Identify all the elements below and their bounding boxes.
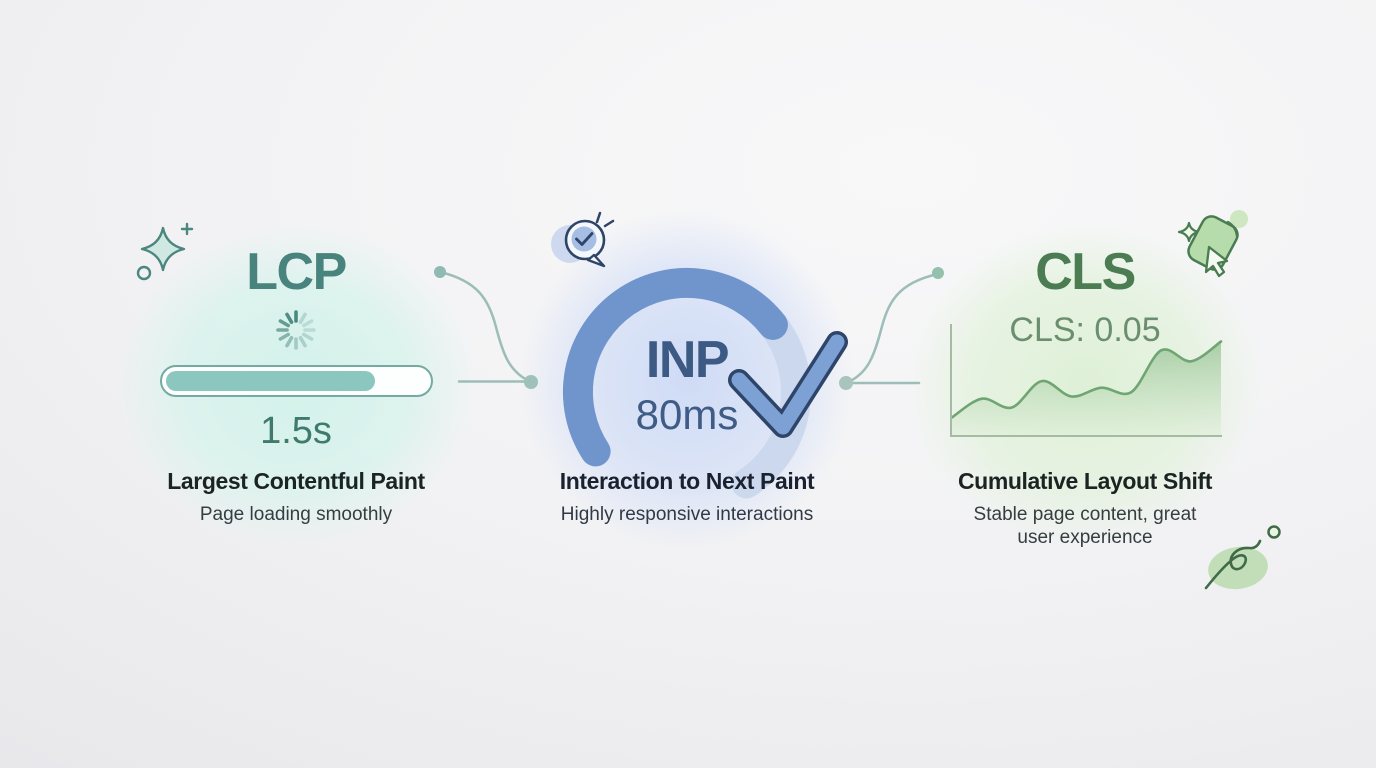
lcp-subtext: Page loading smoothly: [199, 504, 393, 525]
connector-lcp-inp: [434, 266, 538, 389]
squiggle-icon: [1204, 525, 1281, 590]
chart-axes: [950, 324, 1222, 437]
loading-spinner-icon: [276, 310, 316, 350]
cls-subtext: Stable page content, great user experien…: [973, 504, 1197, 549]
sparkle-icon: [1177, 221, 1201, 243]
connector-inp-cls: [839, 267, 944, 390]
plus-icon: [180, 222, 194, 236]
sparkle-icon: [140, 226, 186, 272]
motion-arc-icon: [1230, 210, 1248, 228]
cursor-icon: [1204, 245, 1229, 278]
shifting-card-icon: [1177, 210, 1248, 278]
speech-bubble-check-icon: [551, 211, 615, 268]
lcp-heading: Largest Contentful Paint: [167, 468, 425, 494]
cls-value: CLS: 0.05: [1009, 311, 1161, 349]
lcp-progress-bar: [160, 365, 433, 397]
inp-heading: Interaction to Next Paint: [559, 468, 815, 494]
circle-icon: [1267, 525, 1281, 539]
dot-icon: [136, 265, 152, 281]
cls-heading: Cumulative Layout Shift: [957, 468, 1213, 494]
checkmark-icon: [728, 331, 848, 438]
cls-title: CLS: [1035, 243, 1136, 301]
lcp-title: LCP: [246, 243, 347, 301]
inp-value: 80ms: [635, 391, 739, 438]
inp-subtext: Highly responsive interactions: [560, 504, 814, 525]
progress-fill: [166, 371, 375, 391]
area-chart: [950, 324, 1223, 437]
inp-title: INP: [645, 331, 730, 389]
lcp-value: 1.5s: [260, 410, 332, 452]
